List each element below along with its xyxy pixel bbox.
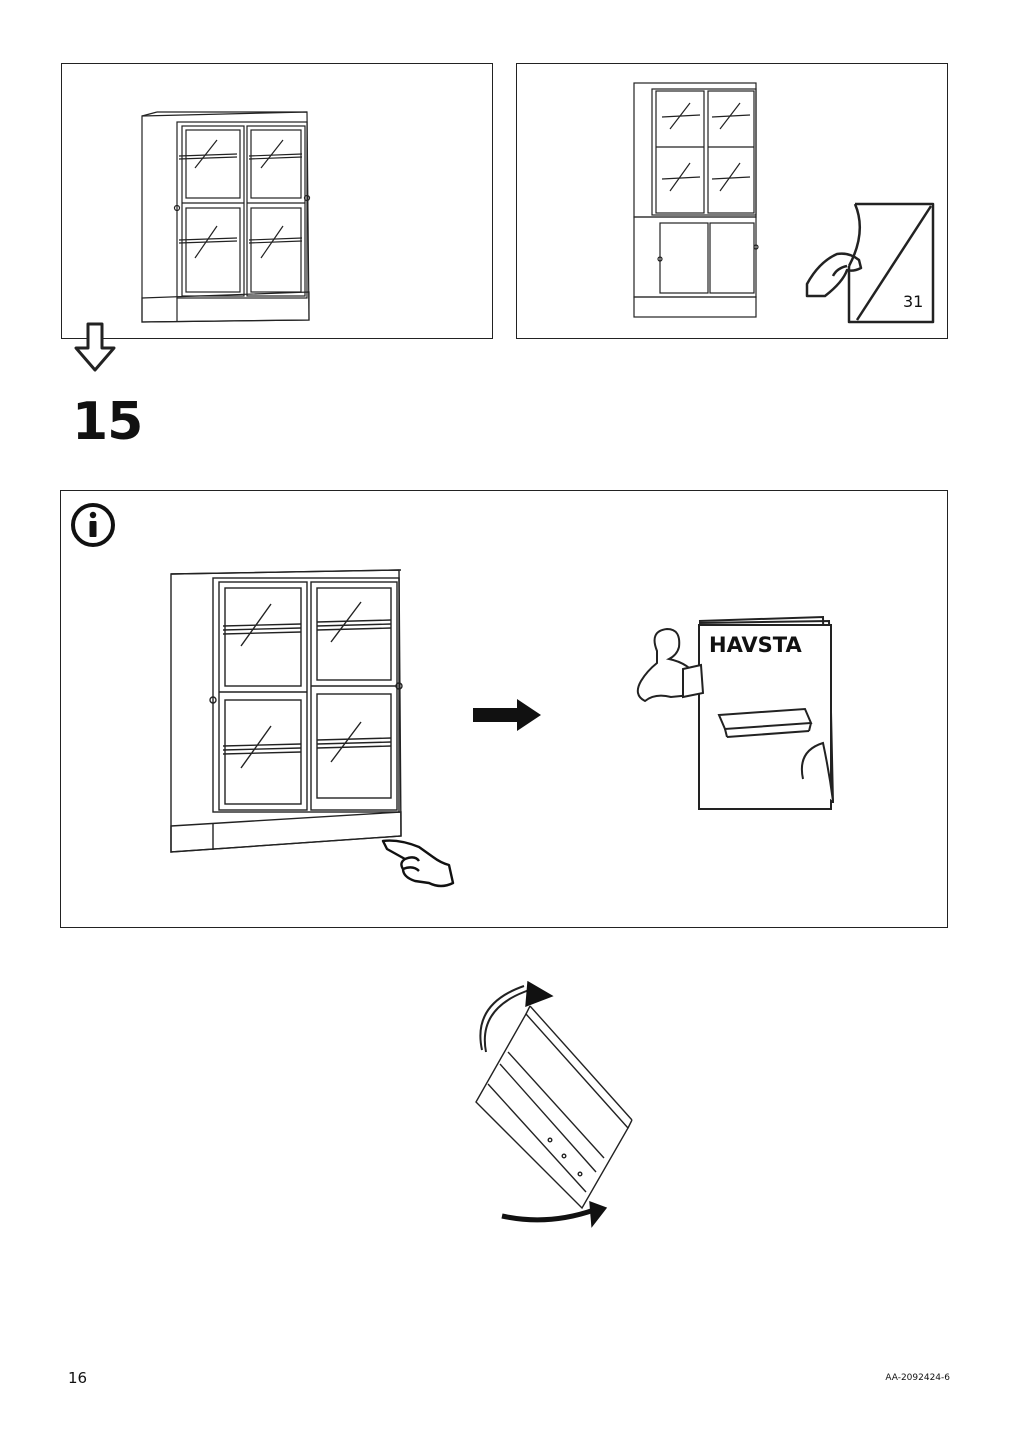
right-arrow-icon bbox=[473, 699, 541, 731]
stacked-cabinet-illustration bbox=[633, 82, 759, 318]
info-panel: HAVSTA bbox=[60, 490, 948, 928]
continue-down-arrow-icon bbox=[74, 322, 116, 372]
page-turn-icon bbox=[805, 202, 935, 324]
glass-cabinet-illustration bbox=[170, 569, 403, 853]
page-number: 16 bbox=[68, 1369, 88, 1387]
rotate-arrow-icon bbox=[475, 980, 633, 1228]
step-number: 15 bbox=[72, 392, 143, 452]
reading-manual-icon bbox=[636, 615, 834, 810]
reference-page-number: 31 bbox=[903, 292, 924, 311]
manual-title: HAVSTA bbox=[709, 633, 802, 657]
cabinet-panel bbox=[61, 63, 493, 339]
stacked-cabinet-panel: 31 bbox=[516, 63, 948, 339]
info-icon bbox=[71, 503, 115, 547]
document-code: AA-2092424-6 bbox=[885, 1373, 950, 1383]
pointing-hand-icon bbox=[381, 839, 455, 888]
glass-cabinet-illustration bbox=[141, 111, 311, 323]
